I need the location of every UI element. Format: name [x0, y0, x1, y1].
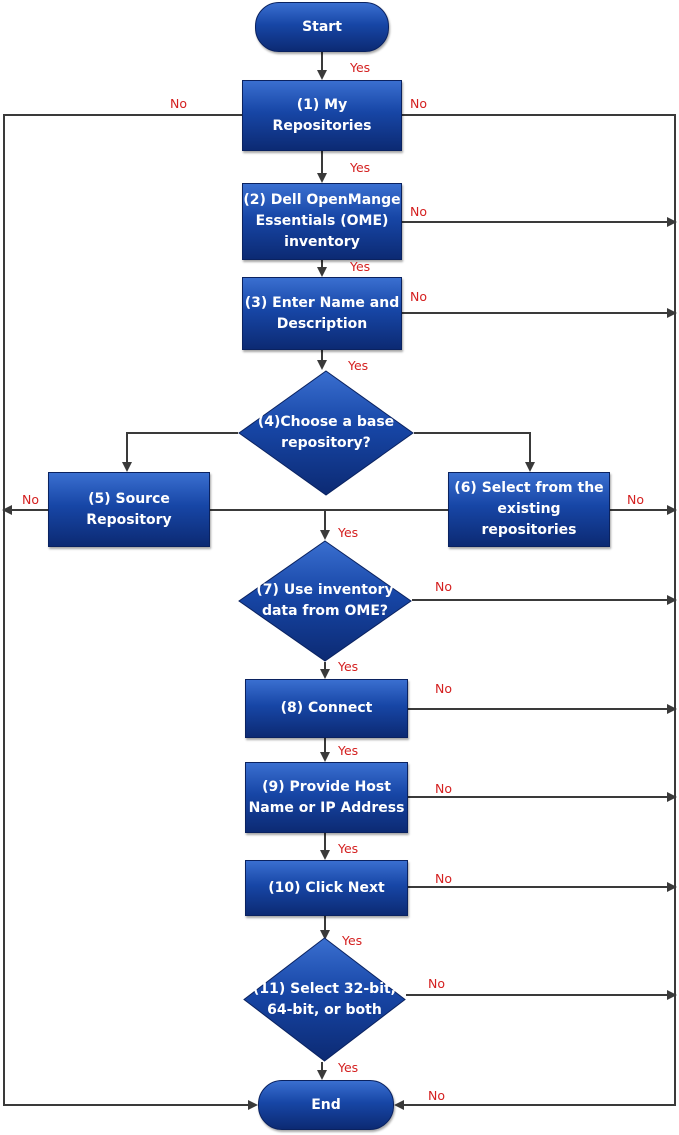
no-label-2: No: [410, 204, 427, 219]
no-label-5: No: [22, 492, 39, 507]
step-1-label: (1) My Repositories: [272, 96, 372, 134]
yes-label-9: Yes: [338, 841, 359, 856]
step-3-box: (3) Enter Name and Description: [242, 277, 402, 350]
yes-label-2: Yes: [350, 259, 371, 274]
no-label-9: No: [435, 781, 452, 796]
decision-7-label: (7) Use inventory data from OME?: [256, 582, 394, 619]
step-1-box: (1) My Repositories: [242, 80, 402, 151]
end-label: End: [311, 1096, 341, 1113]
step-9-label: (9) Provide Host Name or IP Address: [248, 778, 405, 816]
decision-11-diamond: (11) Select 32-bit, 64-bit, or both: [243, 937, 406, 1062]
step-9-box: (9) Provide Host Name or IP Address: [245, 762, 408, 833]
start-label: Start: [302, 18, 342, 35]
yes-label-10: Yes: [342, 933, 363, 948]
step-10-box: (10) Click Next: [245, 860, 408, 916]
no-label-end: No: [428, 1088, 445, 1103]
arrow-4-to-5: [122, 432, 238, 472]
no-label-11: No: [428, 976, 445, 991]
decision-4-label: (4)Choose a base repository?: [257, 414, 395, 451]
line-1-no-right: [394, 114, 676, 1110]
yes-label-7: Yes: [338, 659, 359, 674]
step-3-label: (3) Enter Name and Description: [244, 294, 400, 332]
arrow-1-no-left: [3, 114, 258, 1110]
yes-label-1: Yes: [350, 160, 371, 175]
step-2-box: (2) Dell OpenMange Essentials (OME) inve…: [242, 183, 402, 260]
decision-11-label: (11) Select 32-bit, 64-bit, or both: [252, 980, 396, 1018]
start-node: Start: [255, 2, 389, 52]
no-label-7: No: [435, 579, 452, 594]
step-6-box: (6) Select from the existing repositorie…: [448, 472, 610, 547]
no-label-6: No: [627, 492, 644, 507]
step-5-box: (5) Source Repository: [48, 472, 210, 547]
yes-label-11: Yes: [338, 1060, 359, 1075]
step-10-label: (10) Click Next: [268, 879, 385, 896]
decision-4-diamond: (4)Choose a base repository?: [238, 370, 414, 496]
step-8-label: (8) Connect: [280, 700, 373, 716]
yes-label-3: Yes: [348, 358, 369, 373]
no-label-3: No: [410, 289, 427, 304]
yes-label-4: Yes: [338, 525, 359, 540]
no-label-8: No: [435, 681, 452, 696]
step-5-label: (5) Source Repository: [86, 490, 172, 528]
decision-7-diamond: (7) Use inventory data from OME?: [238, 540, 412, 662]
yes-label-8: Yes: [338, 743, 359, 758]
step-2-label: (2) Dell OpenMange Essentials (OME) inve…: [243, 192, 401, 250]
step-6-label: (6) Select from the existing repositorie…: [454, 480, 604, 538]
end-node: End: [258, 1080, 394, 1130]
no-label-1-left: No: [170, 96, 187, 111]
step-8-box: (8) Connect: [245, 679, 408, 738]
no-label-10: No: [435, 871, 452, 886]
yes-label-start: Yes: [350, 60, 371, 75]
no-label-1-right: No: [410, 96, 427, 111]
arrow-4-to-6: [414, 432, 535, 472]
